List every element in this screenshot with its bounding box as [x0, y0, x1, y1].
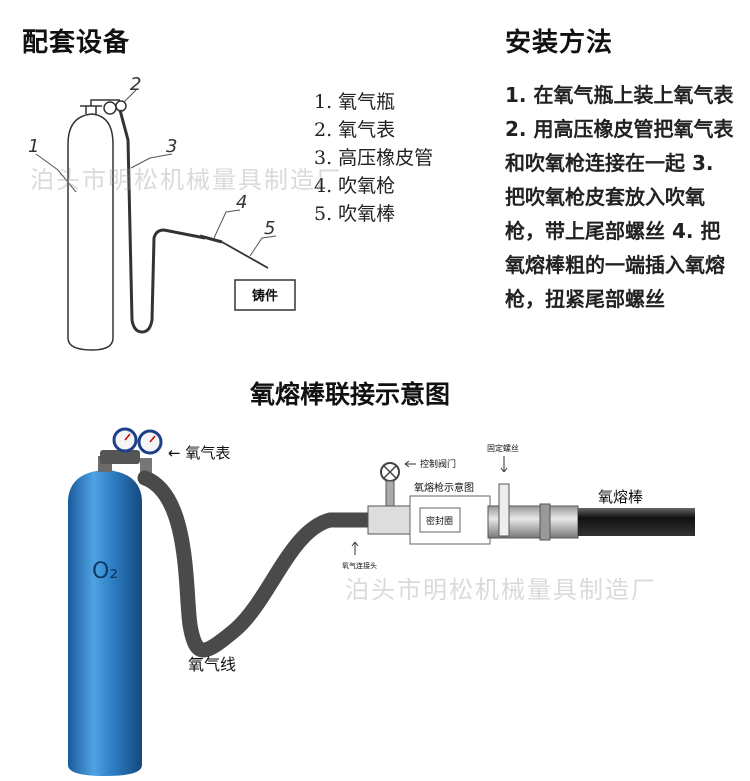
connection-diagram-title: 氧熔棒联接示意图	[250, 380, 451, 409]
oxygen-rod	[578, 508, 695, 536]
legend-item: 1. 氧气瓶	[314, 91, 396, 113]
leader-line-3	[130, 153, 173, 169]
gauge-outline-b	[115, 100, 127, 112]
equipment-line-drawing: 铸件 1 2 3 4 5	[28, 74, 296, 351]
control-valve-shaft	[385, 480, 395, 508]
gauge-needle-left	[124, 433, 131, 441]
oxygen-rod-line	[221, 241, 269, 269]
fixing-screw-arrow	[500, 456, 508, 473]
install-method-title: 安装方法	[505, 28, 614, 58]
leader-line-5	[249, 235, 277, 257]
oxygen-hose	[137, 470, 378, 658]
gauge-outline-a	[103, 101, 117, 115]
callout-1: 1	[28, 136, 39, 157]
high-pressure-hose	[118, 109, 206, 334]
rod-label: 氧熔棒	[598, 488, 643, 506]
callout-2: 2	[130, 74, 141, 95]
watermark-top: 泊头市明松机械量具制造厂	[30, 166, 342, 194]
leader-line-1	[35, 153, 77, 193]
seal-label: 密封圈	[426, 515, 453, 527]
gun-connector-block	[367, 505, 411, 535]
equipment-title: 配套设备	[22, 28, 131, 58]
gun-label: 氧熔枪示意图	[414, 481, 474, 494]
fixing-screw-label: 固定螺丝	[487, 443, 519, 453]
leader-line-4	[213, 209, 241, 239]
equipment-legend: 1. 氧气瓶 2. 氧气表 3. 高压橡皮管 4. 吹氧枪 5. 吹氧棒	[314, 88, 433, 228]
callout-3: 3	[166, 136, 177, 157]
hose-label: 氧气线	[188, 655, 236, 674]
legend-item: 2. 氧气表	[314, 119, 396, 141]
install-method-text: 1. 在氧气瓶上装上氧气表 2. 用高压橡皮管把氧气表和吹氧枪连接在一起 3. …	[505, 83, 734, 311]
cylinder-o2-mark: O₂	[92, 559, 118, 584]
valve-arrow	[404, 460, 416, 468]
casting-label: 铸件	[252, 288, 278, 304]
regulator-handle	[140, 458, 152, 474]
oxygen-gun-line	[199, 234, 223, 244]
regulator-body	[100, 450, 140, 464]
gauge-label: ← 氧气表	[168, 444, 230, 462]
cylinder-valve	[80, 99, 120, 114]
seal-ring-box	[419, 507, 461, 533]
connection-diagram: O₂ ← 氧气表 氧气线 控制阀门 氧熔枪示意图 密封圈 氧气连接头 固定螺丝 …	[68, 427, 695, 776]
control-valve-stem	[383, 465, 397, 479]
valve-label: 控制阀门	[420, 458, 456, 470]
connector-arrow	[351, 541, 359, 555]
legend-item: 5. 吹氧棒	[314, 203, 396, 225]
leader-line-2	[123, 89, 137, 103]
oxygen-cylinder	[68, 470, 142, 776]
callout-4: 4	[236, 192, 247, 213]
gauge-needle-right	[149, 435, 156, 443]
gun-tube-ring	[539, 503, 551, 541]
watermark-bottom: 泊头市明松机械量具制造厂	[345, 576, 657, 604]
oxygen-cylinder-outline	[67, 113, 114, 351]
casting-box	[234, 279, 296, 311]
fixing-screw	[498, 483, 510, 537]
legend-item: 3. 高压橡皮管	[314, 147, 434, 169]
callout-5: 5	[264, 218, 275, 239]
connector-label: 氧气连接头	[342, 561, 377, 570]
legend-item: 4. 吹氧枪	[314, 175, 396, 197]
